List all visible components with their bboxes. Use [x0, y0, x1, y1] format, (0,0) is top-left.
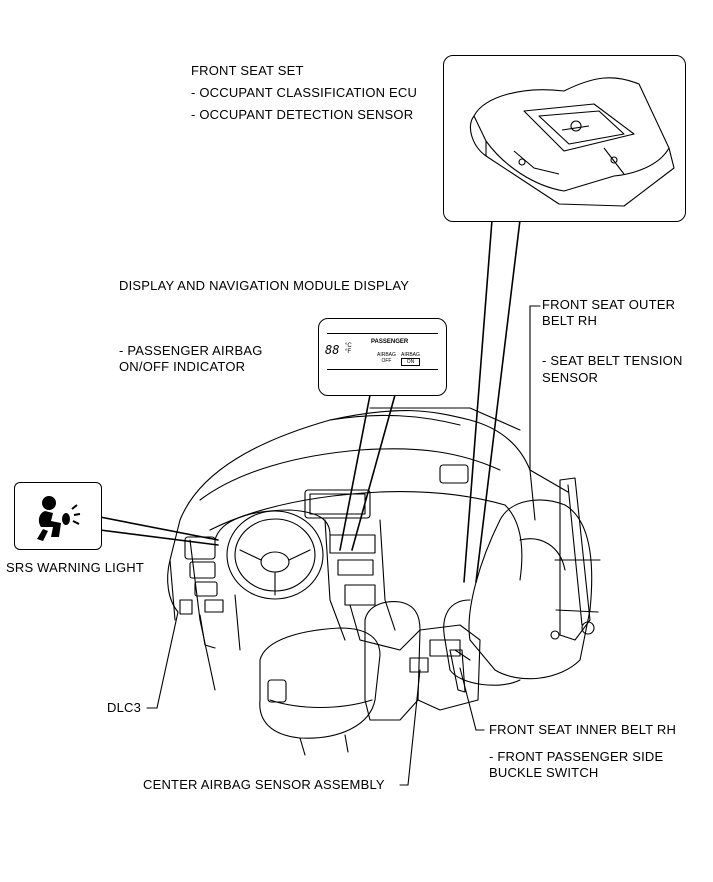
label-occupant-sensor: - OCCUPANT DETECTION SENSOR — [191, 107, 414, 122]
front-seat-callout — [443, 55, 686, 222]
display-bottom-rule — [327, 369, 438, 370]
airbag-off-text: OFF — [381, 358, 392, 364]
temp-unit-c: °C — [345, 343, 352, 349]
airbag-on-text: ON — [401, 358, 420, 366]
srs-light-box — [14, 482, 102, 550]
label-buckle-switch-2: BUCKLE SWITCH — [489, 765, 599, 780]
center-display — [304, 489, 371, 519]
display-callout: PASSENGER 88 °C °F AIRBAG OFF AIRBAG ON — [318, 318, 447, 396]
display-top-rule — [327, 333, 438, 334]
label-occupant-ecu: - OCCUPANT CLASSIFICATION ECU — [191, 85, 418, 100]
label-tension-sensor-2: SENSOR — [542, 370, 599, 385]
label-srs-warning: SRS WARNING LIGHT — [6, 560, 144, 575]
passenger-seat — [468, 499, 593, 680]
label-buckle-switch-1: - FRONT PASSENGER SIDE — [489, 749, 664, 764]
front-seat-cushion-icon — [469, 77, 675, 207]
inner-belt-rh — [449, 649, 466, 693]
label-center-airbag: CENTER AIRBAG SENSOR ASSEMBLY — [143, 777, 385, 792]
driver-seat — [259, 627, 381, 739]
label-outer-belt-2: BELT RH — [542, 313, 598, 328]
dashboard-outline — [179, 410, 536, 521]
label-passenger-airbag-1: - PASSENGER AIRBAG — [119, 343, 263, 358]
label-dlc3: DLC3 — [107, 700, 142, 715]
label-display-nav: DISPLAY AND NAVIGATION MODULE DISPLAY — [119, 278, 410, 293]
label-passenger-airbag-2: ON/OFF INDICATOR — [119, 359, 246, 374]
label-outer-belt-1: FRONT SEAT OUTER — [542, 297, 676, 312]
airbag-on-label: AIRBAG — [401, 352, 420, 358]
temp-digits: 88 — [325, 343, 340, 357]
label-front-seat-set: FRONT SEAT SET — [191, 63, 304, 78]
temp-unit-f: °F — [345, 349, 352, 355]
display-title: PASSENGER — [371, 339, 409, 345]
label-inner-belt: FRONT SEAT INNER BELT RH — [489, 722, 677, 737]
label-tension-sensor-1: - SEAT BELT TENSION — [542, 353, 683, 368]
airbag-off-label: AIRBAG — [377, 352, 396, 358]
seated-person-airbag-icon — [37, 496, 81, 541]
